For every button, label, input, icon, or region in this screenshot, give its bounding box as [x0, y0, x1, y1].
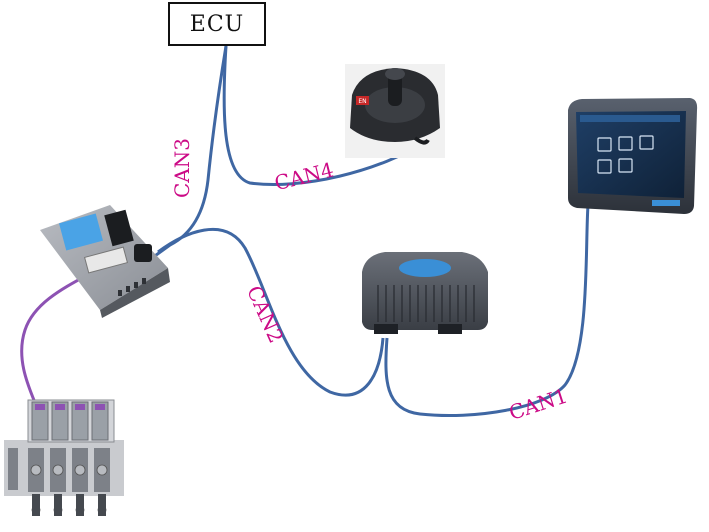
can2-cable [157, 228, 385, 397]
tractor-icon [618, 136, 633, 151]
display-terminal [568, 98, 698, 214]
gateway-module [362, 252, 488, 334]
pen-icon [597, 159, 612, 174]
controller-black-connector [104, 209, 134, 247]
controller-blue-connector [59, 213, 103, 251]
controller-module [40, 205, 170, 318]
valve-harness-cable [20, 266, 101, 411]
joystick-badge-text: EN [358, 98, 366, 105]
valve-bank [4, 399, 124, 516]
gauge-icon [618, 158, 633, 173]
ecu-box: ECU [168, 2, 266, 46]
ecu-label: ECU [189, 11, 245, 37]
can4-cable [222, 45, 429, 187]
can3-label: CAN3 [170, 138, 194, 198]
document-icon [639, 135, 654, 150]
can1-cable [384, 204, 590, 418]
joystick-device: EN [345, 64, 445, 158]
wrench-icon [597, 137, 612, 152]
joystick-badge [356, 96, 369, 105]
